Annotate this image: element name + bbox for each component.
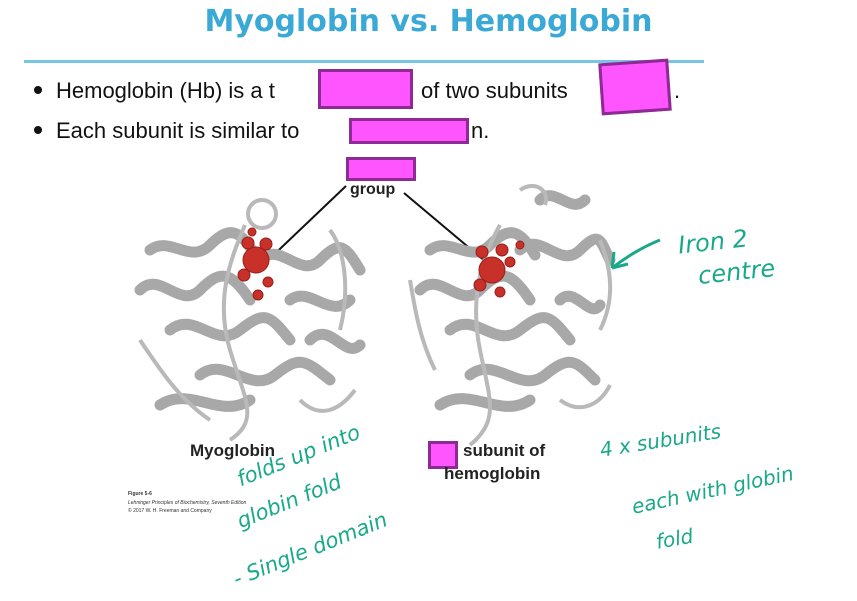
- myoglobin-caption: Myoglobin: [190, 441, 275, 460]
- bullet-1: Hemoglobin (Hb) is a t: [34, 78, 275, 104]
- figure-source: Lehninger Principles of Biochemistry, Se…: [128, 500, 247, 506]
- redaction-box: [318, 69, 413, 109]
- bullet-1-right-text: of two subunits: [421, 78, 568, 103]
- subunit-caption-line2: hemoglobin: [444, 464, 541, 483]
- bullet-2-end: n.: [471, 118, 490, 143]
- arrow-head-icon: [610, 251, 629, 270]
- bullet-2: Each subunit is similar to: [34, 118, 299, 144]
- heme-group-label: group: [350, 181, 396, 198]
- myoglobin-loops: [138, 198, 357, 442]
- hemoglobin-ribbon: [414, 190, 616, 412]
- redaction-box: [428, 441, 458, 469]
- subunit-caption-line1: subunit of: [463, 441, 546, 460]
- title-underline: [24, 60, 704, 63]
- redaction-box: [349, 118, 469, 144]
- figure-number: Figure 5-6: [128, 491, 152, 497]
- figure-copyright: © 2017 W. H. Freeman and Company: [128, 508, 212, 514]
- hemoglobin-heme: [473, 240, 525, 298]
- bullet-1-end: .: [674, 78, 681, 103]
- redaction-box: [346, 157, 416, 181]
- slide-title: Myoglobin vs. Hemoglobin: [204, 4, 653, 39]
- bullet-2-left-text: Each subunit is similar to: [56, 118, 300, 143]
- bullet-dot: [34, 126, 42, 135]
- bullet-dot: [34, 86, 42, 95]
- iron-arrow: [611, 238, 661, 270]
- bullet-1-left-text: Hemoglobin (Hb) is a t: [56, 78, 275, 103]
- myoglobin-heme: [237, 227, 274, 301]
